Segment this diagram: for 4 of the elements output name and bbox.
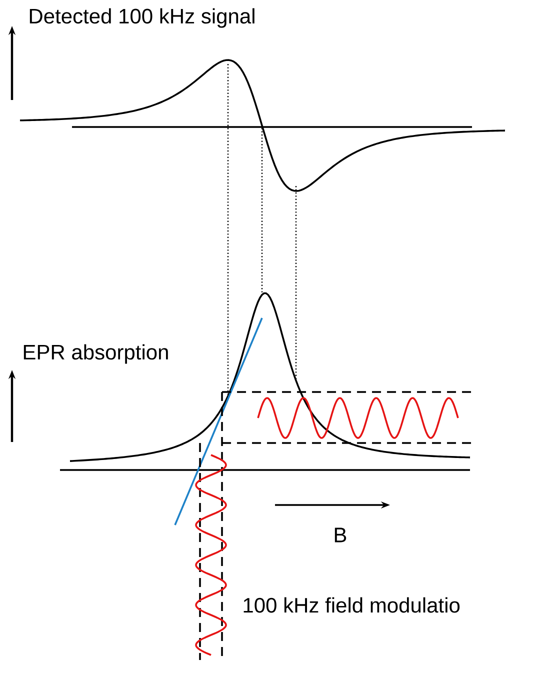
axis-label: 100 kHz field modulatio	[244, 597, 460, 613]
axis-label: B	[334, 528, 346, 542]
axis-label: EPR absorption	[24, 344, 168, 364]
axis-label: Detected 100 kHz signal	[30, 8, 254, 28]
